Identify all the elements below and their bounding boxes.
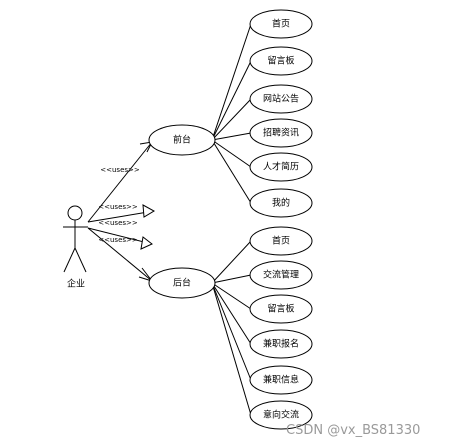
actor-left-leg [63, 247, 76, 273]
frontend-use-cases: 首页 留言板 网站公告 招聘资讯 人才简历 我的 [249, 9, 313, 218]
frontend-connectors [211, 23, 252, 204]
use-case-frontend-3: 网站公告 [249, 84, 313, 114]
use-case-backend-4: 兼职报名 [249, 329, 313, 359]
use-case-frontend-1: 首页 [249, 9, 313, 39]
svg-text:留言板: 留言板 [267, 55, 294, 67]
use-case-backend-2: 交流管理 [249, 260, 313, 290]
system-frontend: 前台 [148, 124, 216, 156]
svg-text:首页: 首页 [272, 235, 290, 247]
actor-head [67, 205, 83, 221]
system-backend: 后台 [148, 267, 216, 299]
svg-text:留言板: 留言板 [267, 303, 294, 315]
svg-text:网站公告: 网站公告 [263, 93, 299, 105]
use-case-backend-5: 兼职信息 [249, 365, 313, 395]
svg-text:首页: 首页 [272, 18, 290, 30]
watermark-text: CSDN @vx_BS81330 [286, 423, 420, 438]
svg-text:兼职报名: 兼职报名 [263, 338, 299, 350]
relation-label-1: <<uses>> [100, 166, 140, 174]
svg-text:兼职信息: 兼职信息 [263, 374, 299, 386]
backend-connectors [211, 240, 252, 416]
relation-line-2 [87, 210, 155, 223]
use-case-frontend-6: 我的 [249, 188, 313, 218]
use-case-backend-6: 意向交流 [249, 400, 313, 430]
system-frontend-label: 前台 [173, 134, 191, 146]
actor-name: 企业 [67, 278, 85, 290]
svg-text:交流管理: 交流管理 [263, 269, 299, 281]
use-case-frontend-5: 人才简历 [249, 152, 313, 182]
use-case-backend-3: 留言板 [249, 294, 313, 324]
actor-right-leg [74, 247, 87, 273]
use-case-frontend-2: 留言板 [249, 46, 313, 76]
relation-label-3: <<uses>> [98, 219, 138, 227]
use-case-frontend-4: 招聘资讯 [249, 118, 313, 148]
relation-line-1 [87, 141, 153, 223]
relation-arrow-3 [140, 236, 153, 250]
relation-arrow-2 [142, 204, 156, 218]
svg-text:我的: 我的 [272, 197, 290, 209]
backend-use-cases: 首页 交流管理 留言板 兼职报名 兼职信息 意向交流 [249, 226, 313, 430]
svg-text:人才简历: 人才简历 [263, 161, 299, 173]
relation-line-4 [87, 227, 153, 282]
system-backend-label: 后台 [173, 277, 191, 289]
relation-label-4: <<uses>> [98, 236, 138, 244]
relation-line-3 [87, 227, 153, 245]
relation-lines [87, 141, 156, 282]
relation-label-2: <<uses>> [98, 203, 138, 211]
use-case-backend-1: 首页 [249, 226, 313, 256]
actor-figure [63, 205, 88, 273]
svg-text:意向交流: 意向交流 [263, 409, 299, 421]
svg-text:招聘资讯: 招聘资讯 [263, 127, 299, 139]
